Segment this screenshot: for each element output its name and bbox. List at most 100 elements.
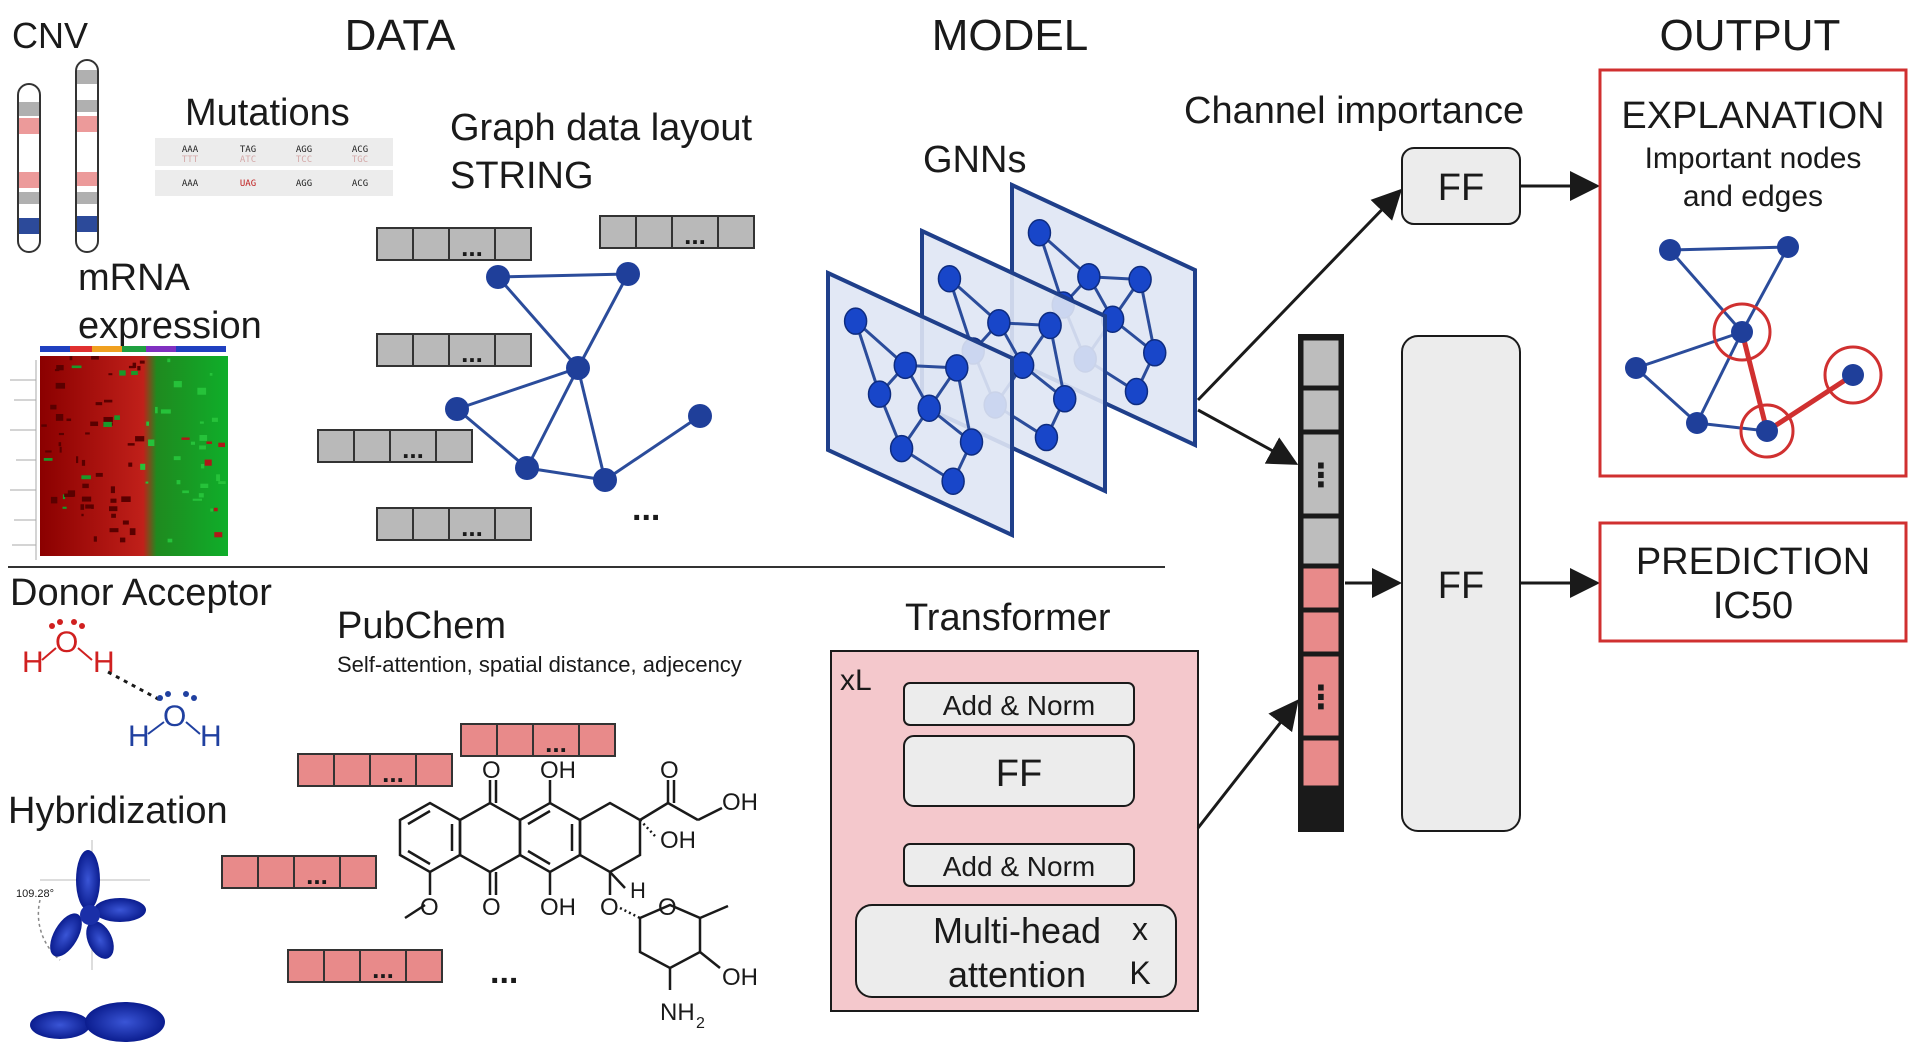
donor-acceptor-label: Donor Acceptor (10, 572, 272, 614)
heatmap-cell (206, 441, 212, 444)
feature-cell (405, 949, 443, 983)
feature-cell (412, 227, 450, 261)
heatmap-cell (81, 459, 86, 466)
vector-cell (1302, 739, 1340, 787)
heatmap-cell (91, 356, 99, 360)
heatmap-cell (95, 472, 103, 477)
feature-ellipsis: ... (402, 434, 424, 464)
heatmap-cell (176, 480, 181, 485)
heatmap-cell (216, 474, 221, 482)
gnn-node (959, 428, 984, 456)
heatmap-cell (190, 441, 196, 445)
heatmap-cell (62, 506, 67, 509)
gnn-layer (826, 269, 1014, 539)
heatmap-cell (104, 399, 113, 403)
vector-ellipsis: ⋮ (1305, 679, 1337, 715)
graph-node (616, 262, 640, 286)
heatmap-cell (146, 421, 149, 426)
heatmap-cell (55, 413, 64, 421)
heatmap-cell (135, 436, 145, 442)
feature-cell (353, 429, 391, 463)
mutation-cell: AAA (182, 145, 199, 155)
gnn-node (941, 467, 965, 495)
heatmap-cell (66, 418, 72, 422)
vector-cell (1302, 655, 1340, 737)
atom-label: OH (540, 894, 576, 921)
heatmap-cell (93, 536, 97, 542)
heatmap-cell (199, 445, 206, 450)
mha-label-line1: Multi-head (933, 910, 1101, 951)
transformer-ff-box (903, 735, 1135, 807)
feature-cell (376, 333, 414, 367)
channel-importance-label: Channel importance (1184, 90, 1524, 132)
gnn-node (1077, 262, 1101, 291)
vector-cell (1302, 517, 1340, 565)
gnn-node (1128, 265, 1152, 294)
mutation-cell-faded: TGC (352, 155, 368, 165)
explanation-node (1625, 357, 1647, 379)
heatmap-cell (50, 496, 58, 504)
vector-cell (1302, 567, 1340, 609)
heatmap-cell (85, 504, 93, 509)
heatmap-cell (200, 463, 205, 469)
add-norm-top-box (903, 682, 1135, 726)
atom-label: OH (660, 827, 696, 854)
heatmap-cell (145, 481, 149, 484)
feature-ellipsis: ... (684, 220, 706, 250)
heatmap-cell (131, 370, 138, 375)
vector-cell (1302, 433, 1340, 515)
molecule-ellipsis: ... (490, 953, 518, 991)
heatmap-cell (67, 490, 76, 497)
heatmap-cell (110, 498, 117, 503)
gnns-label: GNNs (923, 139, 1026, 181)
gnn-node (867, 380, 892, 408)
heatmap-cell (218, 442, 226, 448)
mutation-table: AAA TAG AGG ACG TTT ATC TCC TGC AAA UAG … (155, 138, 393, 196)
highlight-ring (1739, 403, 1795, 459)
feature-cell (532, 723, 580, 757)
heatmap-cell (64, 493, 74, 497)
vector-cell (1302, 611, 1340, 653)
pink-feature-vector: ... (287, 949, 443, 984)
heatmap-cell (167, 358, 171, 363)
atom-label: O (482, 894, 501, 921)
mutation-cell: AAA (182, 179, 199, 189)
heatmap-cell (167, 538, 173, 543)
heatmap-cell (81, 496, 92, 502)
mrna-label-line1: mRNA (78, 257, 191, 299)
heatmap-cell (81, 513, 84, 517)
chromosome-icon (17, 59, 99, 253)
feature-cell (333, 753, 371, 787)
graph-label-line2: STRING (450, 155, 594, 197)
atom-feature-vectors: ............ (221, 723, 616, 984)
graph-ellipsis: ... (632, 490, 660, 528)
feature-ellipsis: ... (306, 860, 328, 890)
heatmap-cell (81, 475, 91, 480)
feature-cell (376, 227, 414, 261)
heatmap-cell (148, 439, 155, 447)
heatmap-cell (41, 424, 47, 427)
atom-label: 2 (696, 1015, 705, 1032)
heatmap-cell (213, 507, 218, 512)
heatmap-cell (139, 360, 145, 364)
atom-label: OH (722, 964, 758, 991)
model-header: MODEL (932, 11, 1088, 60)
gnn-node (1142, 339, 1167, 367)
atom-label: O (660, 757, 679, 784)
prediction-panel: PREDICTION IC50 (1598, 521, 1908, 643)
heatmap-cell (43, 458, 53, 461)
heatmap-cell (199, 434, 208, 441)
feature-ellipsis: ... (461, 512, 483, 542)
mutation-cell: TAG (240, 145, 256, 155)
angle-label: 109.28° (16, 888, 54, 900)
graph-node (515, 456, 539, 480)
pink-feature-vector: ... (460, 723, 616, 758)
gnn-node (917, 394, 941, 422)
heatmap-cell (82, 483, 89, 489)
gray-feature-vector: ... (376, 507, 532, 542)
graph-node (445, 397, 469, 421)
heatmap-cell (103, 421, 112, 427)
atom-label: OH (540, 757, 576, 784)
heatmap-cell (127, 443, 135, 446)
